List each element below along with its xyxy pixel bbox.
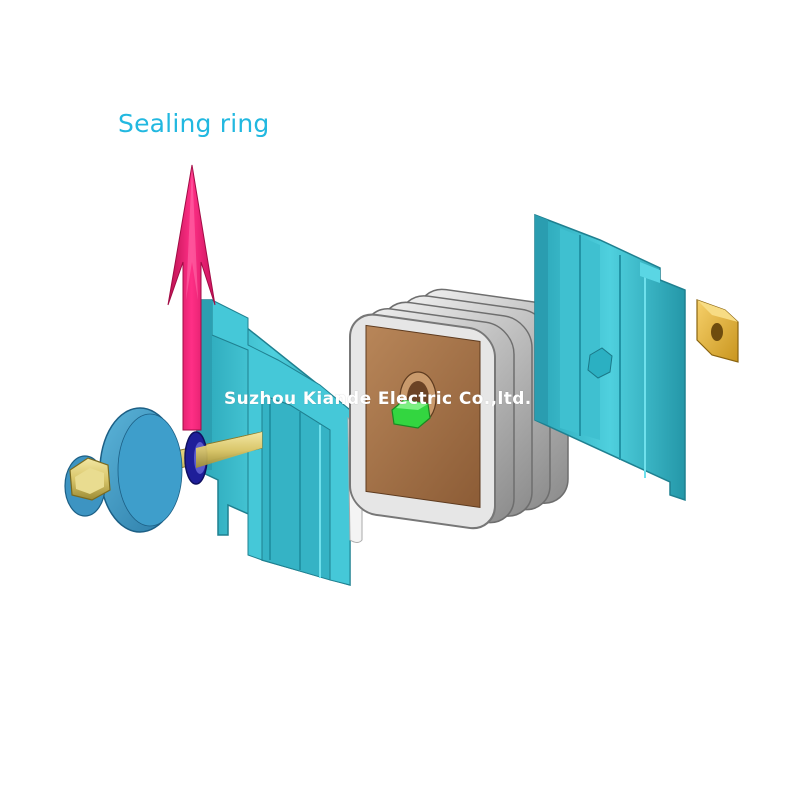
large-washer: [99, 407, 183, 533]
right-clamp-plate: [534, 213, 686, 502]
callout-arrow: [167, 164, 216, 431]
bolt-head: [69, 457, 111, 501]
left-clamp-plate: [196, 299, 351, 586]
square-nut: [696, 299, 739, 363]
sealing-ring: [184, 431, 262, 485]
sealing-ring-label: Sealing ring: [118, 109, 270, 138]
green-insulating-bushing: [391, 399, 431, 429]
